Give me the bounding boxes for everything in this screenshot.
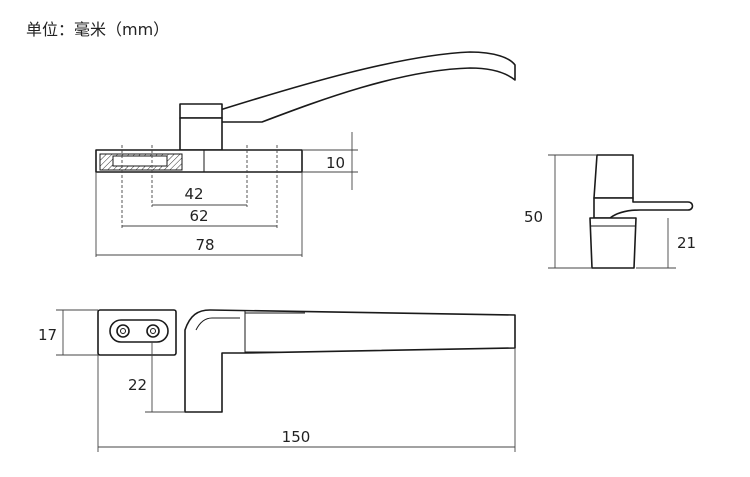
dim-150-label: 150 xyxy=(282,428,311,446)
front-base xyxy=(589,217,637,269)
dim-17-label: 17 xyxy=(38,326,57,344)
dim-78-label: 78 xyxy=(195,236,214,254)
front-lever-arm xyxy=(593,197,694,219)
screw-hole-icon xyxy=(146,324,160,338)
side-slot xyxy=(112,155,168,167)
side-view: 42 62 78 10 xyxy=(95,51,516,257)
top-lever-line xyxy=(195,317,240,331)
dim-10-label: 10 xyxy=(326,154,345,172)
side-lever-arm xyxy=(219,51,516,123)
dim-22-label: 22 xyxy=(128,376,147,394)
front-view: 50 21 xyxy=(524,154,696,269)
screw-hole-icon xyxy=(116,324,130,338)
side-neck xyxy=(179,117,223,151)
dim-42-label: 42 xyxy=(184,185,203,203)
screw-hole-icon xyxy=(120,328,126,334)
side-knob-block xyxy=(179,103,223,119)
unit-label: 单位：毫米（mm） xyxy=(26,20,170,39)
dim-62-label: 62 xyxy=(189,207,208,225)
dim-50-label: 50 xyxy=(524,208,543,226)
top-view: 17 22 150 xyxy=(38,309,516,452)
dim-21-label: 21 xyxy=(677,234,696,252)
top-lever xyxy=(184,309,516,413)
front-top-block xyxy=(593,154,634,199)
screw-hole-icon xyxy=(150,328,156,334)
